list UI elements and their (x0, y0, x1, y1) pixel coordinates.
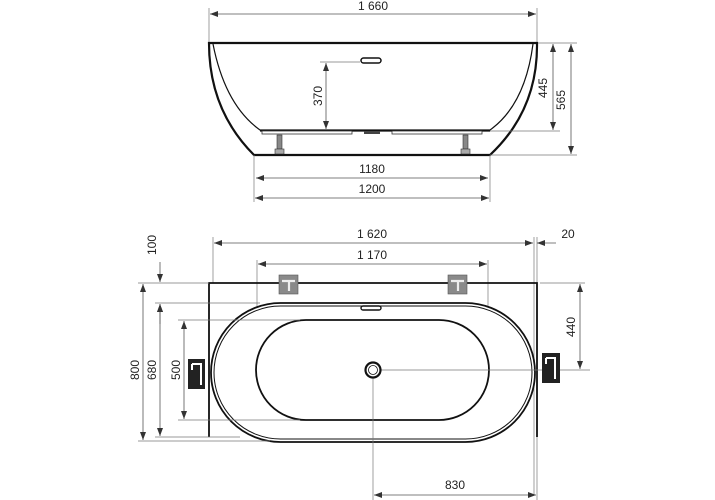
label-rim-width: 680 (145, 360, 159, 380)
overflow-icon (360, 57, 382, 64)
label-drain-from-end: 830 (445, 478, 465, 492)
overflow-icon-top (360, 305, 382, 311)
top-view: 1 620 20 1 170 830 800 680 500 100 (128, 227, 590, 500)
label-wall-gap: 20 (561, 227, 575, 241)
foot-icon-left (274, 134, 285, 155)
foot-icon-right (460, 134, 471, 155)
wall-panel-outline (208, 282, 538, 437)
label-drain-from-wall: 440 (564, 317, 578, 337)
faucet-icon-top-right (447, 274, 468, 295)
label-overflow-height: 370 (311, 86, 325, 106)
side-view: 1 660 370 445 565 1180 1200 (207, 0, 577, 202)
label-inner-depth: 445 (536, 78, 550, 98)
label-base-length: 1200 (359, 182, 386, 196)
label-inner-width: 500 (169, 360, 183, 380)
label-width: 800 (128, 360, 142, 380)
label-total-height: 565 (554, 90, 568, 110)
faucet-icon-side-right (542, 353, 560, 383)
label-rim-offset: 100 (145, 235, 159, 255)
label-overall-length: 1 660 (358, 0, 388, 13)
drain-icon (364, 361, 382, 379)
faucet-icon-top-left (278, 274, 299, 295)
label-base-inner-length: 1180 (359, 162, 385, 176)
label-length: 1 620 (357, 227, 387, 241)
faucet-icon-side-left (188, 359, 205, 389)
label-faucet-spacing: 1 170 (357, 248, 387, 262)
